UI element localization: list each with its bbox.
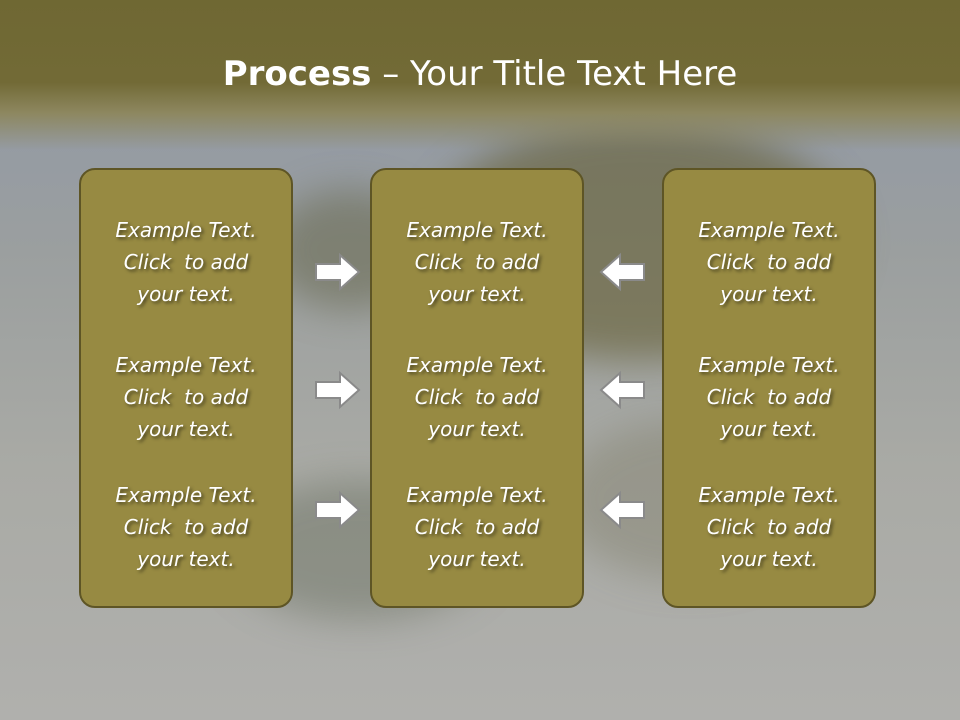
text-line: Click to add <box>706 385 832 409</box>
slide-title[interactable]: Process – Your Title Text Here <box>0 52 960 96</box>
text-block[interactable]: Example Text. Click to add your text. <box>81 214 291 310</box>
text-line: your text. <box>137 282 235 306</box>
process-panel-right[interactable]: Example Text. Click to add your text. Ex… <box>662 168 876 608</box>
title-bold: Process <box>222 54 372 94</box>
right-arrow-icon <box>315 370 361 410</box>
text-line: your text. <box>428 282 526 306</box>
text-line: Example Text. <box>115 353 257 377</box>
text-block[interactable]: Example Text. Click to add your text. <box>372 214 582 310</box>
text-line: Click to add <box>706 250 832 274</box>
text-line: Example Text. <box>115 483 257 507</box>
text-block[interactable]: Example Text. Click to add your text. <box>664 214 874 310</box>
text-block[interactable]: Example Text. Click to add your text. <box>372 479 582 575</box>
text-line: Click to add <box>414 250 540 274</box>
text-line: Click to add <box>414 515 540 539</box>
text-line: Example Text. <box>698 353 840 377</box>
process-panel-left[interactable]: Example Text. Click to add your text. Ex… <box>79 168 293 608</box>
text-line: Click to add <box>123 385 249 409</box>
title-rest: – Your Title Text Here <box>371 54 738 94</box>
text-block[interactable]: Example Text. Click to add your text. <box>372 349 582 445</box>
text-line: Click to add <box>123 515 249 539</box>
text-block[interactable]: Example Text. Click to add your text. <box>81 349 291 445</box>
text-line: your text. <box>137 547 235 571</box>
text-line: Example Text. <box>115 218 257 242</box>
text-block[interactable]: Example Text. Click to add your text. <box>81 479 291 575</box>
text-line: Example Text. <box>698 483 840 507</box>
text-line: your text. <box>428 417 526 441</box>
text-line: Example Text. <box>406 353 548 377</box>
text-line: your text. <box>428 547 526 571</box>
text-line: Click to add <box>123 250 249 274</box>
text-line: Example Text. <box>406 218 548 242</box>
right-arrow-icon <box>315 252 361 292</box>
left-arrow-icon <box>599 252 645 292</box>
text-line: Click to add <box>706 515 832 539</box>
text-line: Example Text. <box>406 483 548 507</box>
right-arrow-icon <box>315 490 361 530</box>
text-line: your text. <box>720 282 818 306</box>
text-block[interactable]: Example Text. Click to add your text. <box>664 349 874 445</box>
text-line: your text. <box>137 417 235 441</box>
text-line: your text. <box>720 547 818 571</box>
text-line: Example Text. <box>698 218 840 242</box>
text-block[interactable]: Example Text. Click to add your text. <box>664 479 874 575</box>
process-panel-center[interactable]: Example Text. Click to add your text. Ex… <box>370 168 584 608</box>
text-line: your text. <box>720 417 818 441</box>
header-band <box>0 0 960 150</box>
left-arrow-icon <box>599 370 645 410</box>
left-arrow-icon <box>599 490 645 530</box>
text-line: Click to add <box>414 385 540 409</box>
